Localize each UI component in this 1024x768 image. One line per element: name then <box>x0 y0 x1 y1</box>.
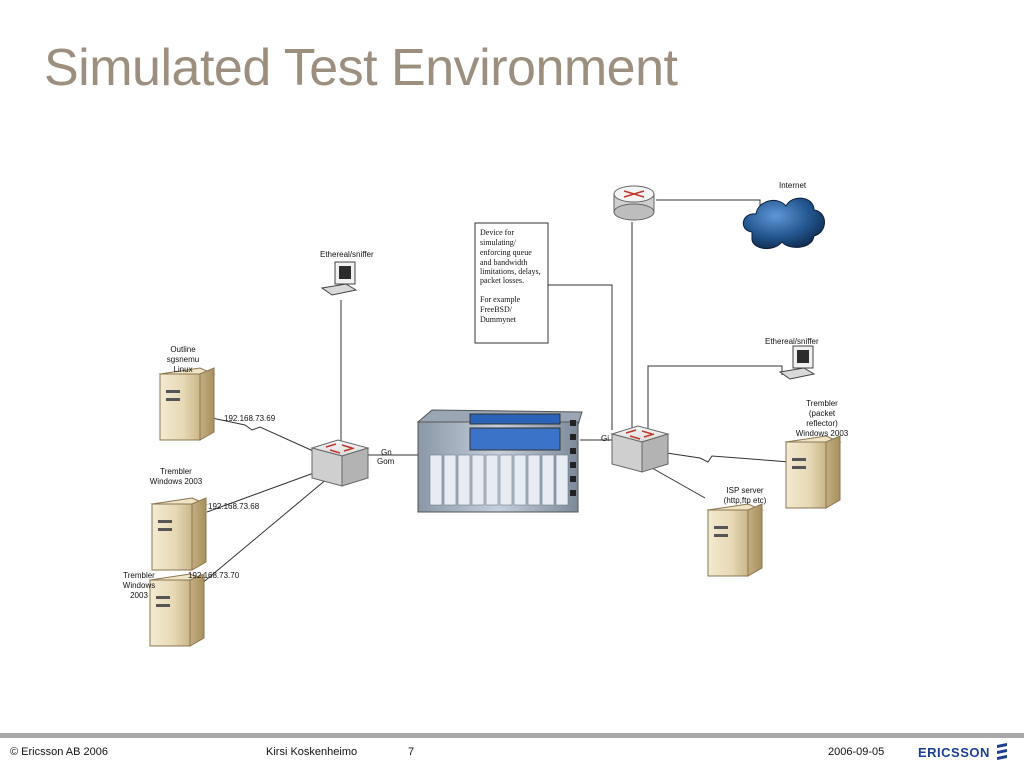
svg-text:Windows 2003: Windows 2003 <box>796 429 849 438</box>
svg-text:Windows: Windows <box>123 581 155 590</box>
svg-text:ISP server: ISP server <box>726 486 764 495</box>
switch-icon <box>310 439 370 487</box>
footer-rule <box>0 733 1024 738</box>
logo-text: ERICSSON <box>918 744 990 760</box>
switch-icon <box>610 425 670 473</box>
note-line: enforcing queue <box>480 248 532 257</box>
isp-server-label: ISP server (http,ftp etc) <box>724 486 767 505</box>
router-icon <box>613 185 655 221</box>
svg-text:Trembler: Trembler <box>123 571 155 580</box>
server-tower-icon <box>706 503 764 577</box>
server-tower-icon <box>158 367 216 441</box>
footer-author: Kirsi Koskenheimo <box>266 746 358 758</box>
workstation-icon <box>320 261 358 296</box>
ip-label: 192.168.73.68 <box>208 502 260 511</box>
interface-label: Gi <box>601 434 609 443</box>
note-line: For example <box>480 295 521 304</box>
sniffer-right-label: Ethereal/sniffer <box>765 337 819 346</box>
network-links <box>199 199 791 586</box>
svg-text:Windows 2003: Windows 2003 <box>150 477 203 486</box>
svg-text:Trembler: Trembler <box>160 467 192 476</box>
footer-date: 2006-09-05 <box>828 746 885 758</box>
ericsson-logo: ERICSSON <box>918 741 1009 763</box>
svg-text:sgsnemu: sgsnemu <box>167 355 199 364</box>
ip-label: 192.168.73.70 <box>188 571 240 580</box>
note-line: Dummynet <box>480 315 517 324</box>
svg-text:Trembler: Trembler <box>806 399 838 408</box>
interface-label: Gom <box>377 457 395 466</box>
ggsn-chassis-icon <box>416 409 583 513</box>
note-line: simulating/ <box>480 238 517 247</box>
sniffer-left-label: Ethereal/sniffer <box>320 250 374 259</box>
note-line: FreeBSD/ <box>480 305 513 314</box>
trembler-right-label: Trembler (packet reflector) Windows 2003 <box>796 399 849 438</box>
outline-server-label: Outline sgsnemu Linux <box>167 345 199 374</box>
trembler-mid-label: Trembler Windows 2003 <box>150 467 203 486</box>
trembler-bottom-label: Trembler Windows 2003 <box>123 571 155 600</box>
ip-label: 192.168.73.69 <box>224 414 276 423</box>
slide-title: Simulated Test Environment <box>44 39 678 97</box>
interface-label: Gn <box>381 448 392 457</box>
svg-text:(packet: (packet <box>809 409 836 418</box>
svg-text:Outline: Outline <box>170 345 196 354</box>
svg-text:reflector): reflector) <box>806 419 838 428</box>
internet-label: Internet <box>779 181 807 190</box>
svg-text:Linux: Linux <box>173 365 192 374</box>
server-tower-icon <box>784 435 842 509</box>
server-tower-icon <box>150 497 208 571</box>
note-line: limitations, delays, <box>480 267 541 276</box>
internet-cloud-icon <box>742 197 825 249</box>
footer-copyright: © Ericsson AB 2006 <box>10 746 108 758</box>
server-tower-icon <box>148 573 206 647</box>
footer-page-number: 7 <box>408 746 415 758</box>
svg-text:2003: 2003 <box>130 591 148 600</box>
note-line: and bandwidth <box>480 258 527 267</box>
note-line: Device for <box>480 228 514 237</box>
note-line: packet losses. <box>480 276 524 285</box>
dummynet-note: Device for simulating/ enforcing queue a… <box>474 222 549 344</box>
ericsson-mark-icon <box>996 743 1007 760</box>
workstation-icon <box>778 345 816 380</box>
svg-text:(http,ftp etc): (http,ftp etc) <box>724 496 767 505</box>
